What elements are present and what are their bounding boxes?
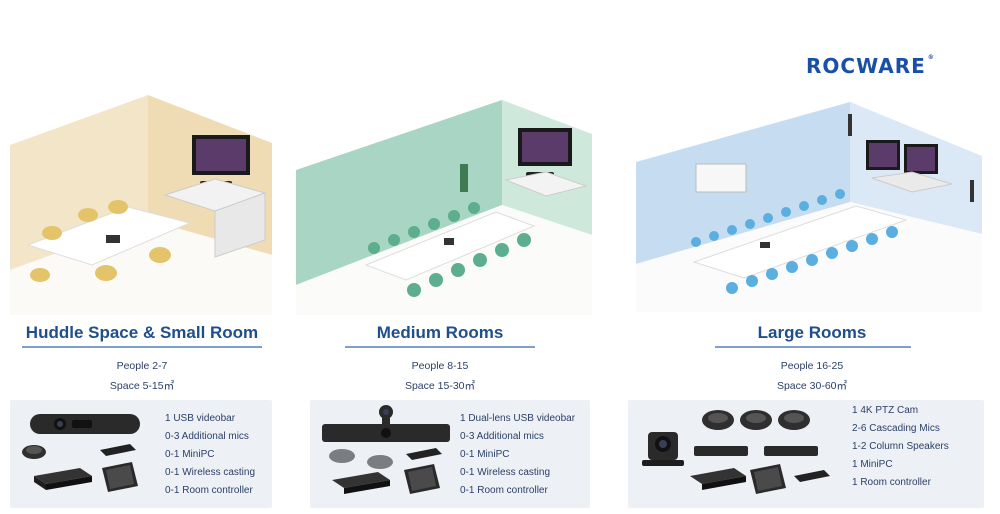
device-group-medium: [322, 405, 450, 494]
room-controller-icon: [404, 464, 440, 494]
whiteboard-icon: [695, 163, 747, 193]
mic-pod-icon: [702, 410, 810, 430]
mic-pod-icon: [22, 445, 46, 459]
equipment-list-medium: 1 Dual-lens USB videobar 0-3 Additional …: [460, 410, 575, 500]
small-room-chairs: [30, 200, 171, 282]
device-group-large: [642, 410, 830, 494]
minipc-icon: [34, 468, 92, 490]
equipment-item: 0-1 Room controller: [165, 485, 253, 496]
column-speaker-icon: [848, 114, 852, 136]
space-size-small: Space 5-15㎡: [109, 380, 175, 392]
equipment-list-small: 1 USB videobar 0-3 Additional mics 0-1 M…: [165, 410, 255, 500]
registered-mark: ®: [927, 54, 935, 61]
equipment-item: 0-1 MiniPC: [165, 449, 215, 460]
wireless-dongle-icon: [794, 470, 830, 482]
ptz-camera-icon: [642, 432, 684, 466]
equipment-item: 2-6 Cascading Mics: [852, 423, 940, 434]
equipment-card-large: 1 4K PTZ Cam 2-6 Cascading Mics 1-2 Colu…: [628, 400, 984, 508]
wireless-dongle-icon: [100, 444, 136, 456]
equipment-item: 0-1 Wireless casting: [165, 467, 256, 478]
equipment-item: 1 Room controller: [852, 477, 931, 488]
room-controller-icon: [102, 462, 138, 492]
equipment-item: 0-1 MiniPC: [460, 449, 510, 460]
brand-logo: ROCWARE®: [806, 54, 935, 78]
column-speaker-icon: [694, 446, 818, 456]
medium-room-illustration: [296, 100, 592, 315]
people-count-small: People 2-7: [116, 360, 168, 372]
space-size-medium: Space 15-30㎡: [404, 380, 476, 392]
title-underline: [22, 346, 262, 348]
equipment-item: 0-3 Additional mics: [460, 431, 544, 442]
equipment-item: 0-3 Additional mics: [165, 431, 249, 442]
equipment-item: 1 Dual-lens USB videobar: [460, 413, 576, 424]
people-count-large: People 16-25: [780, 360, 844, 372]
large-room-chairs: [691, 189, 898, 294]
medium-room-chairs: [368, 202, 531, 297]
people-count-medium: People 8-15: [411, 360, 469, 372]
equipment-list-large: 1 4K PTZ Cam 2-6 Cascading Mics 1-2 Colu…: [852, 402, 949, 492]
equipment-card-medium: 1 Dual-lens USB videobar 0-3 Additional …: [310, 400, 590, 508]
title-underline: [715, 346, 911, 348]
equipment-card-small: 1 USB videobar 0-3 Additional mics 0-1 M…: [10, 400, 272, 508]
large-room-illustration: [636, 102, 982, 312]
videobar-icon: [322, 405, 450, 442]
room-title-medium: Medium Rooms: [376, 323, 504, 342]
brand-name: ROCWARE: [806, 54, 926, 78]
title-underline: [345, 346, 535, 348]
space-size-large: Space 30-60㎡: [776, 380, 848, 392]
equipment-item: 0-1 Wireless casting: [460, 467, 551, 478]
minipc-icon: [332, 472, 390, 494]
equipment-item: 0-1 Room controller: [460, 485, 548, 496]
wireless-dongle-icon: [406, 448, 442, 460]
room-title-large: Large Rooms: [757, 323, 867, 342]
huddle-room-illustration: [10, 95, 272, 315]
mic-pod-icon: [329, 449, 393, 469]
room-controller-icon: [750, 464, 786, 494]
minipc-icon: [690, 468, 746, 490]
room-title-small: Huddle Space & Small Room: [25, 323, 259, 342]
equipment-item: 1 4K PTZ Cam: [852, 405, 919, 416]
device-group-small: [22, 414, 140, 492]
videobar-icon: [30, 414, 140, 434]
equipment-item: 1 USB videobar: [165, 413, 236, 424]
equipment-item: 1-2 Column Speakers: [852, 441, 949, 452]
equipment-item: 1 MiniPC: [852, 459, 893, 470]
